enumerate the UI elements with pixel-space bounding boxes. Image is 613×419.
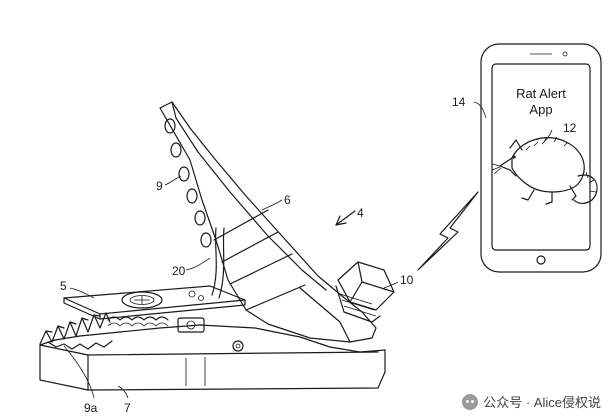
ref-label-7: 7: [124, 401, 131, 415]
ref-label-6: 6: [284, 193, 291, 207]
ref-label-20: 20: [172, 264, 186, 278]
trap-spring: [107, 316, 169, 321]
smartphone: [480, 43, 602, 273]
app-title-line2: App: [529, 102, 552, 117]
trip-rod: [211, 227, 217, 296]
rat-icon: [491, 136, 598, 205]
leader-lines: [63, 101, 553, 399]
ref-label-9a: 9a: [84, 401, 98, 415]
ref-label-4: 4: [357, 206, 364, 220]
ref-label-9: 9: [156, 179, 163, 193]
wechat-icon: [462, 393, 479, 410]
pedal-plate: [63, 285, 246, 315]
sensor-device: [335, 261, 395, 323]
ref-label-12: 12: [563, 121, 577, 135]
home-button-icon: [536, 255, 546, 265]
watermark-text: 公众号 · Alice侵权说: [483, 395, 601, 410]
upper-arm: [159, 101, 377, 343]
ref-label-5: 5: [60, 279, 67, 293]
ref-label-10: 10: [400, 273, 414, 287]
jaw-teeth: [39, 312, 111, 345]
ref-4-arrow: [335, 210, 356, 226]
app-title-line1: Rat Alert: [516, 86, 566, 101]
watermark: 公众号 · Alice侵权说: [462, 392, 601, 411]
upper-jaw-teeth: [164, 118, 212, 248]
trap-base: [39, 324, 386, 391]
wireless-signal-icon: [417, 191, 479, 271]
ref-label-14: 14: [452, 95, 466, 109]
rat-trap: [39, 101, 395, 391]
